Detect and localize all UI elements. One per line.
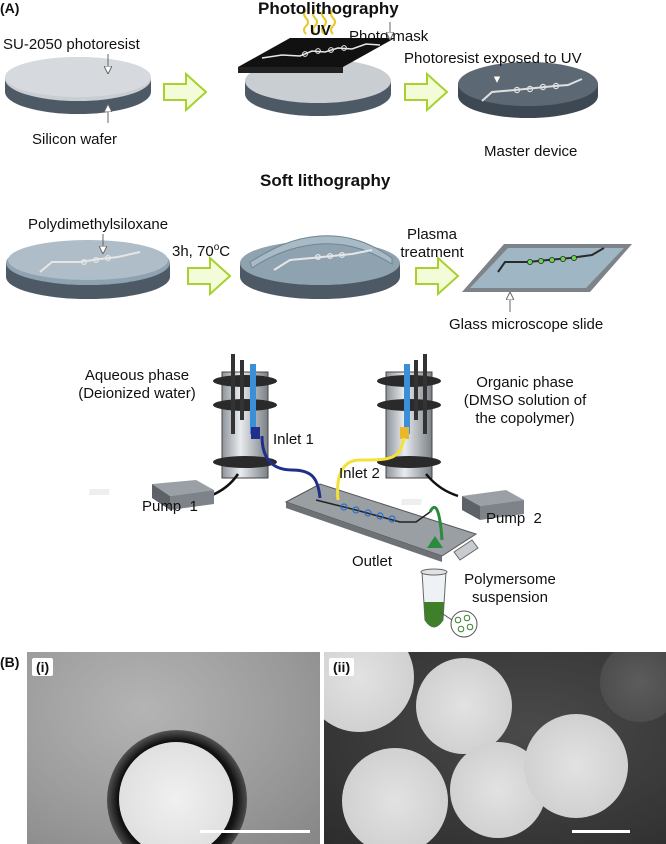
process-arrow [187, 255, 232, 297]
polymersome-particle [524, 714, 628, 818]
silicon-wafer-label: Silicon wafer [32, 131, 118, 148]
uv-rays [303, 9, 336, 35]
aqueous-phase-label: Aqueous phase(Deionized water) [78, 367, 196, 402]
scale-bar [200, 830, 310, 833]
peeled-pdms [240, 235, 400, 299]
outlet-collector [420, 539, 479, 638]
panel-b-tag: (B) [0, 654, 20, 670]
polymersome-particle [416, 658, 512, 754]
wafer-with-photo-mask [238, 38, 395, 116]
inlet-1-tube [260, 435, 322, 499]
outlet-label: Outlet [352, 553, 393, 570]
silicon-wafer-with-photoresist [5, 57, 151, 114]
photoresist-label: SU-2050 photoresist [3, 36, 140, 53]
inlet-1-label: Inlet 1 [273, 431, 314, 448]
tem-image-i: (i) [27, 652, 320, 844]
polymersome-particle [342, 748, 448, 844]
microfluidic-chip [284, 483, 478, 562]
scale-bar [572, 830, 630, 833]
background-particle [600, 652, 666, 722]
bonded-device [462, 244, 632, 292]
pdms-on-master [6, 240, 170, 299]
photo-mask-label: Photo mask [349, 28, 429, 45]
process-arrow [404, 71, 449, 113]
aqueous-reservoir [209, 354, 277, 498]
inlet-2-tube [336, 437, 406, 501]
pump-2 [400, 490, 524, 520]
organic-reservoir [377, 354, 459, 498]
pump-1 [88, 480, 214, 510]
pdms-label: Polydimethylsiloxane [28, 216, 169, 233]
uv-label: UV [310, 22, 331, 39]
exposed-photoresist-label: Photoresist exposed to UV [404, 50, 582, 67]
tem-image-ii: (ii) [324, 652, 666, 844]
inlet-2-label: Inlet 2 [339, 465, 380, 482]
image-i-tag: (i) [32, 658, 54, 676]
pump-1-label: Pump 1 [142, 498, 198, 515]
panel-a-tag: (A) [0, 0, 20, 16]
soft-lithography-heading: Soft lithography [260, 171, 391, 190]
polymersome-particle [119, 742, 233, 844]
master-device [458, 62, 598, 118]
process-arrow [415, 255, 460, 297]
process-arrow [163, 71, 208, 113]
glass-slide-label: Glass microscope slide [449, 316, 604, 333]
pump-2-label: Pump 2 [486, 510, 542, 527]
master-device-label: Master device [484, 143, 578, 160]
photolithography-heading: Photolithography [258, 0, 399, 18]
image-ii-tag: (ii) [329, 658, 355, 676]
cure-condition-label: 3h, 70oC [172, 242, 231, 260]
